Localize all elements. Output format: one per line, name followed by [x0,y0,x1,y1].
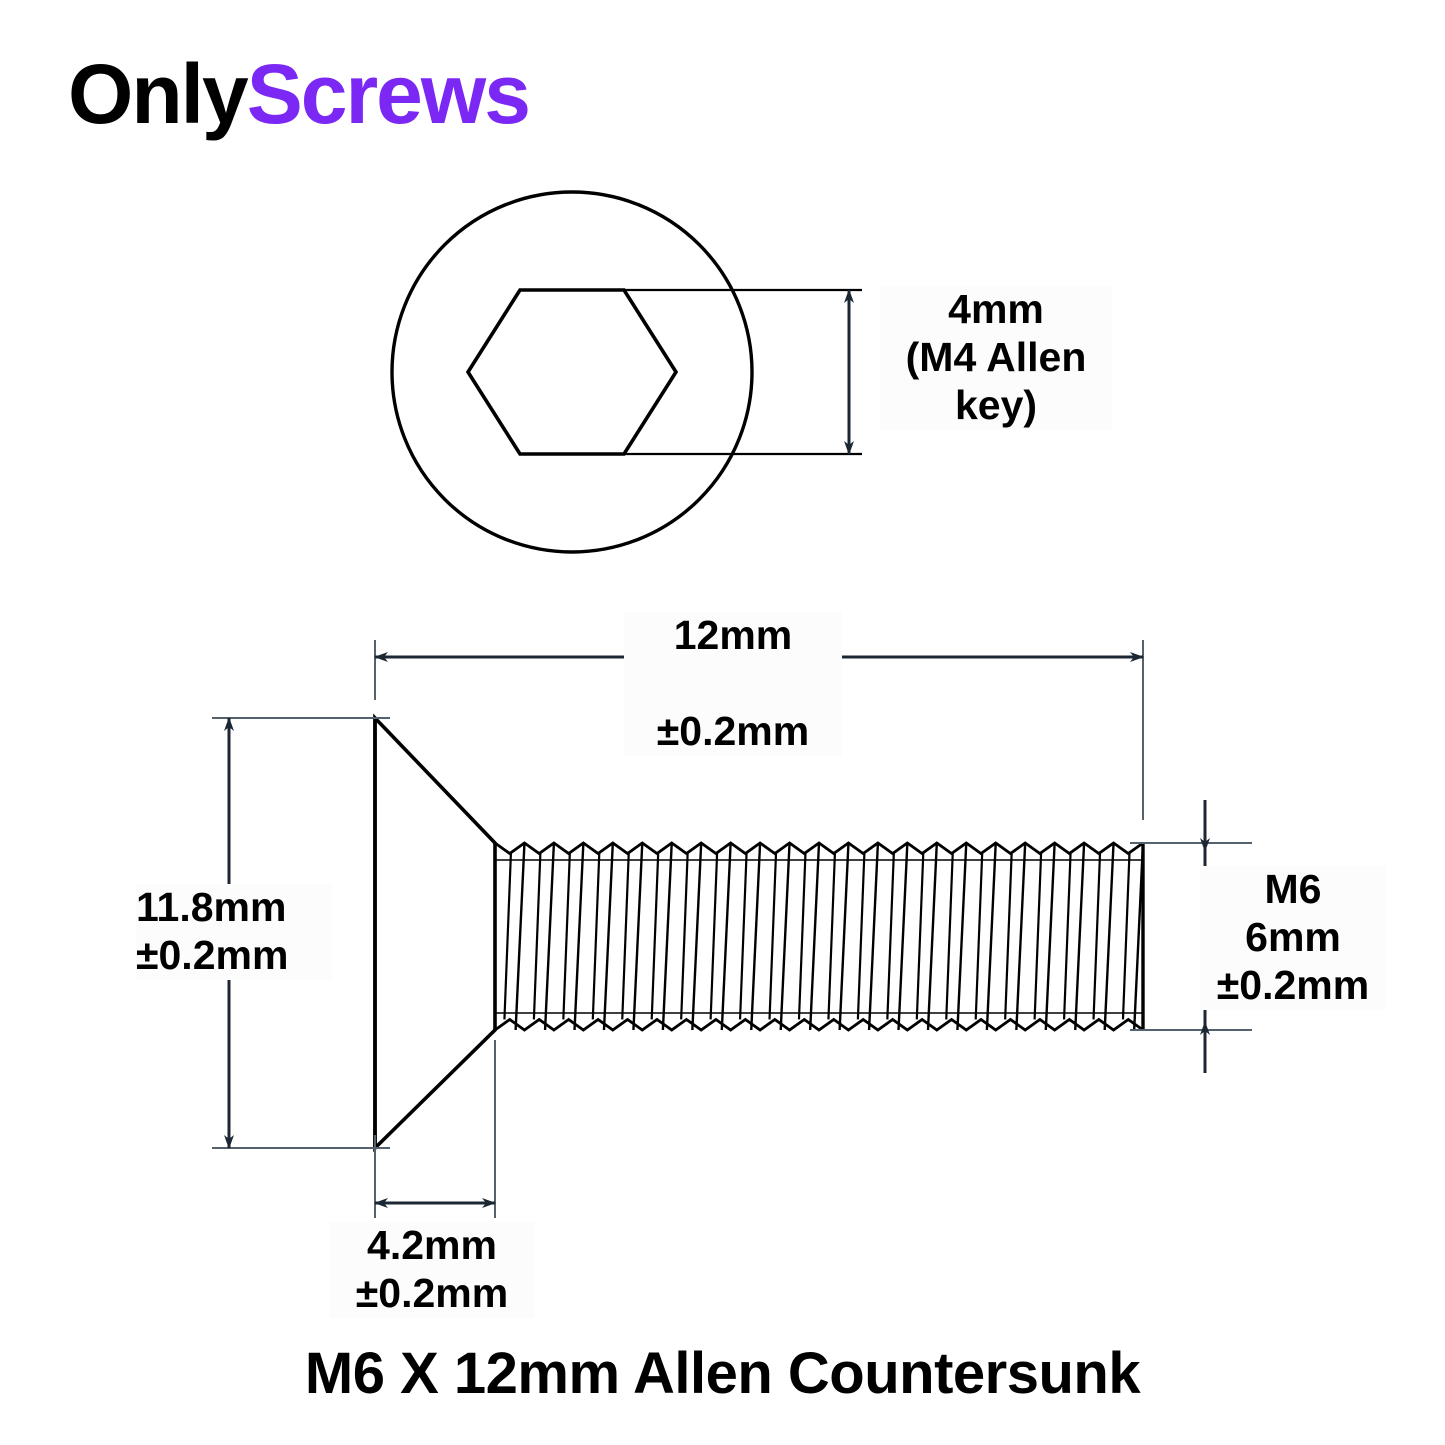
thread-diameter-callout: M6 6mm ±0.2mm [1200,866,1386,1010]
countersunk-head-profile [373,713,497,1153]
head-diameter-callout: 11.8mm ±0.2mm [136,884,332,980]
socket-size-callout: 4mm (M4 Allen key) [880,286,1112,430]
overall-length-callout: 12mm ±0.2mm [624,612,842,756]
head-outline-circle [390,190,754,554]
brand-logo-part1: Only [68,47,249,141]
hex-socket-outline [465,288,679,456]
brand-logo: OnlyScrews [68,52,531,136]
head-thickness-dimension [374,1040,496,1218]
overall-length-value: 12mm [673,612,793,658]
screw-side-view [212,640,1252,1218]
product-caption: M6 X 12mm Allen Countersunk [304,1341,1141,1406]
brand-logo-part2: Screws [246,47,531,141]
head-top-view [390,190,862,554]
overall-length-tolerance: ±0.2mm [656,707,810,754]
threaded-shaft [493,841,1145,1032]
head-thickness-callout: 4.2mm ±0.2mm [330,1222,534,1318]
